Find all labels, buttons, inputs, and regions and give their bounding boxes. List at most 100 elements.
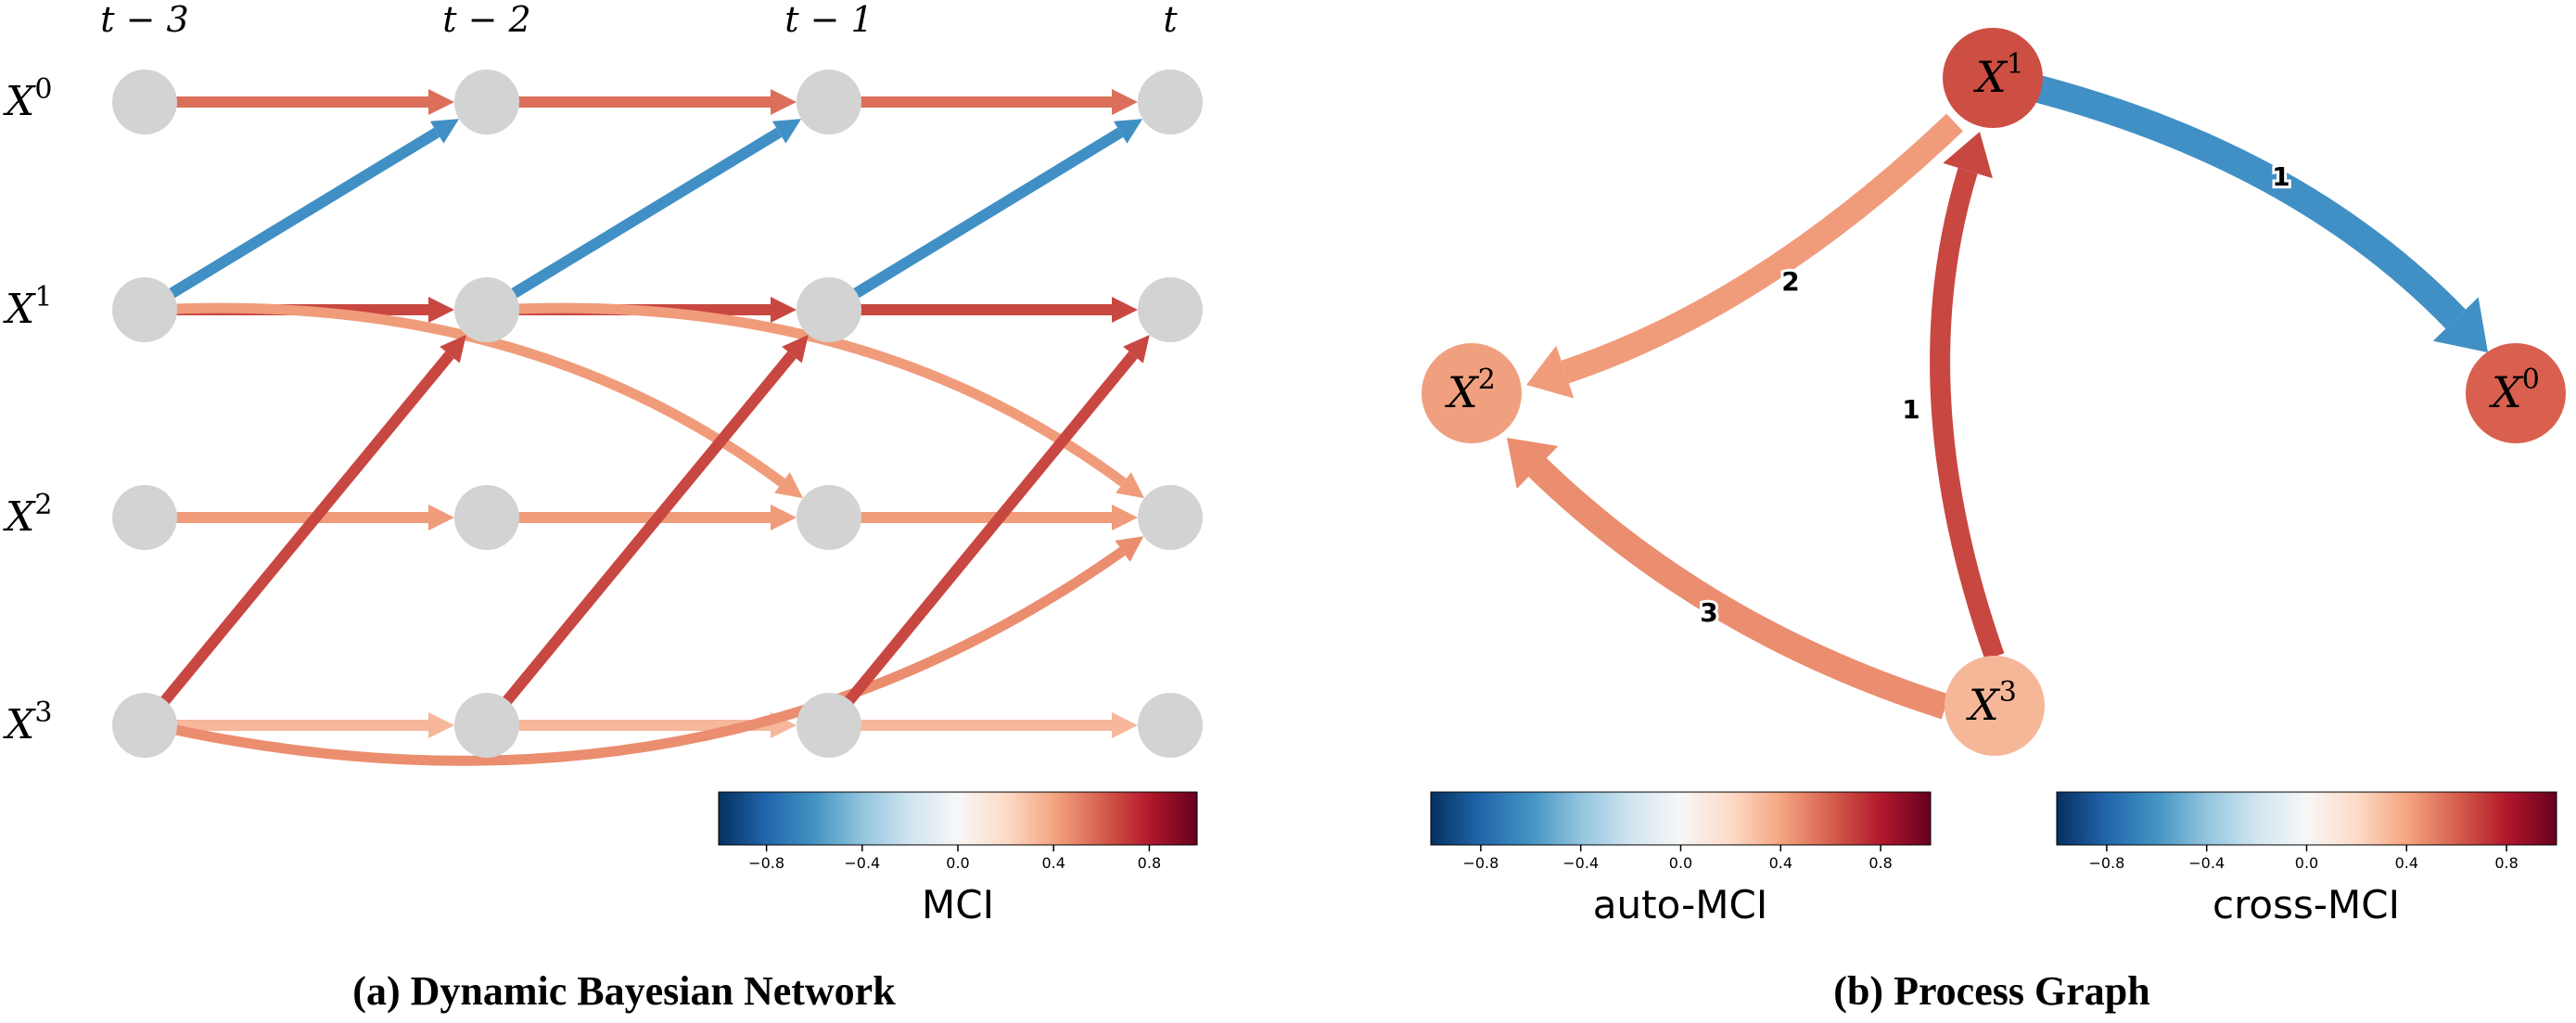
dbn-edge-x1-t1-to-x1-t2-head xyxy=(771,297,797,323)
dbn-edge-x3-t0-to-x2-t3-shaft xyxy=(152,546,1126,766)
colorbar-tick-label: −0.4 xyxy=(2188,854,2225,872)
pg-node-x3-label: X3 xyxy=(1966,676,2017,730)
dbn-node-x1-t2 xyxy=(797,277,861,342)
time-labels: t − 3 t − 2 t − 1 t xyxy=(100,0,1178,40)
pg-edge-x3-x2-shaft xyxy=(1528,457,1950,720)
pg-edge-label-x1-x2: 2 xyxy=(1781,266,1799,297)
dbn-edge-x3-t2-to-x1-t3-head xyxy=(1123,335,1150,364)
dbn-edge-x1-t1-to-x0-t2-head xyxy=(772,119,802,144)
dbn-edge-x1-t0-to-x2-t2-head xyxy=(774,472,803,499)
dbn-edge-x1-t2-to-x1-t3-head xyxy=(1112,297,1138,323)
dbn-edge-x1-t0-to-x0-t1-head xyxy=(429,119,460,144)
colorbar-tick-label: 0.8 xyxy=(1138,854,1161,872)
var-label-x1-base: X xyxy=(3,286,36,333)
pg-node-x0-label: X0 xyxy=(2489,364,2540,417)
colorbar-tick-label: 0.4 xyxy=(1041,854,1065,872)
var-label-x1-sup: 1 xyxy=(34,281,52,313)
colorbar-tick-label: 0.4 xyxy=(1769,854,1792,872)
var-label-x0-base: X xyxy=(3,78,36,125)
dbn-edge-x0-t2-to-x0-t3-head xyxy=(1112,89,1138,115)
dbn-edge-x1-t1-to-x2-t3-shaft xyxy=(495,302,1127,487)
dbn-node-x0-t0 xyxy=(112,70,177,134)
var-label-x2: X2 xyxy=(3,489,52,541)
pg-node-x0-base: X xyxy=(2489,367,2524,417)
colorbar-tick-label: 0.4 xyxy=(2395,854,2418,872)
dbn-node-x2-t0 xyxy=(112,485,177,550)
pg-edge-x1-x2-head xyxy=(1526,345,1575,399)
pg-node-x0: X0 xyxy=(2466,343,2566,443)
dbn-node-x2-t1 xyxy=(454,485,519,550)
dbn-edge-x1-t1-to-x0-t2-shaft xyxy=(499,127,783,305)
var-label-x1: X1 xyxy=(3,281,52,333)
dbn-node-x3-t0 xyxy=(112,693,177,758)
pg-node-x1: X1 xyxy=(1943,28,2043,128)
pg-edge-x1-x0-shaft xyxy=(2032,74,2467,329)
colorbar-auto-mci-label: auto-MCI xyxy=(1593,882,1767,927)
colorbar-tick-label: 0.0 xyxy=(946,854,969,872)
colorbar-mci-bar xyxy=(718,791,1198,846)
dbn-edge-x3-t0-to-x1-t1-head xyxy=(440,335,466,364)
caption-a: (a) Dynamic Bayesian Network xyxy=(352,968,896,1014)
var-label-x2-sup: 2 xyxy=(34,489,52,521)
colorbar-mci-label: MCI xyxy=(922,882,994,927)
pg-node-x1-circle xyxy=(1943,28,2043,128)
colorbar-tick-label: 0.8 xyxy=(2494,854,2518,872)
pg-node-x2: X2 xyxy=(1422,343,1522,443)
dbn-edge-x0-t0-to-x0-t1-head xyxy=(428,89,454,115)
pg-node-x2-circle xyxy=(1422,343,1522,443)
pg-nodes: X1 X2 X0 X3 xyxy=(1422,28,2566,756)
dbn-edge-x2-t2-to-x2-t3-head xyxy=(1112,505,1138,531)
pg-node-x3: X3 xyxy=(1945,656,2045,756)
dbn-edge-x1-t2-to-x0-t3-head xyxy=(1113,119,1143,144)
pg-node-x0-circle xyxy=(2466,343,2566,443)
colorbar-tick-label: −0.8 xyxy=(2088,854,2124,872)
panel-dbn: t − 3 t − 2 t − 1 t X0 X1 X2 X3 −0.8−0.4… xyxy=(3,0,1203,1014)
time-label-t-2: t − 2 xyxy=(442,0,530,40)
colorbar-cross-mci-bar xyxy=(2056,791,2557,846)
dbn-edge-x3-t1-to-x1-t2-shaft xyxy=(494,351,797,715)
pg-node-x1-sup: 1 xyxy=(2007,48,2024,81)
dbn-node-x3-t1 xyxy=(454,693,519,758)
dbn-edge-x3-t0-to-x1-t1-shaft xyxy=(152,351,454,715)
pg-node-x1-label: X1 xyxy=(1973,48,2024,102)
pg-edge-x3-x1-head xyxy=(1943,132,1993,179)
pg-node-x3-sup: 3 xyxy=(1999,676,2017,709)
var-label-x3-sup: 3 xyxy=(34,697,52,729)
dbn-edge-x3-t1-to-x1-t2-head xyxy=(782,335,809,364)
dbn-node-x2-t3 xyxy=(1138,485,1203,550)
dbn-edge-x3-t2-to-x1-t3-shaft xyxy=(836,351,1138,715)
dbn-node-x3-t2 xyxy=(797,693,861,758)
colorbar-tick-label: −0.8 xyxy=(1462,854,1498,872)
colorbar-tick-label: −0.4 xyxy=(844,854,880,872)
var-label-x3-base: X xyxy=(3,701,36,748)
dbn-edge-x3-t0-to-x3-t1-head xyxy=(428,712,454,738)
dbn-edge-x1-t0-to-x1-t1-head xyxy=(428,297,454,323)
dbn-node-x0-t1 xyxy=(454,70,519,134)
time-label-t-1: t − 1 xyxy=(784,0,873,40)
pg-edge-x1-x0-head xyxy=(2432,297,2488,352)
dbn-nodes xyxy=(112,70,1203,758)
variable-labels: X0 X1 X2 X3 xyxy=(3,73,52,748)
pg-edge-label-x1-x0: 1 xyxy=(2272,161,2289,192)
dbn-node-x0-t3 xyxy=(1138,70,1203,134)
time-label-t-3: t − 3 xyxy=(100,0,188,40)
colorbar-auto-mci-bar xyxy=(1430,791,1932,846)
dbn-node-x3-t3 xyxy=(1138,693,1203,758)
var-label-x0-sup: 0 xyxy=(34,73,52,106)
dbn-node-x2-t2 xyxy=(797,485,861,550)
pg-node-x2-sup: 2 xyxy=(1478,364,1496,396)
var-label-x2-base: X xyxy=(3,493,36,541)
dbn-node-x1-t3 xyxy=(1138,277,1203,342)
colorbar-tick-label: 0.0 xyxy=(1669,854,1692,872)
dbn-node-x1-t0 xyxy=(112,277,177,342)
pg-node-x2-base: X xyxy=(1445,367,1480,417)
pg-edge-x3-x1-shaft xyxy=(1930,167,2005,660)
pg-node-x0-sup: 0 xyxy=(2522,364,2540,396)
